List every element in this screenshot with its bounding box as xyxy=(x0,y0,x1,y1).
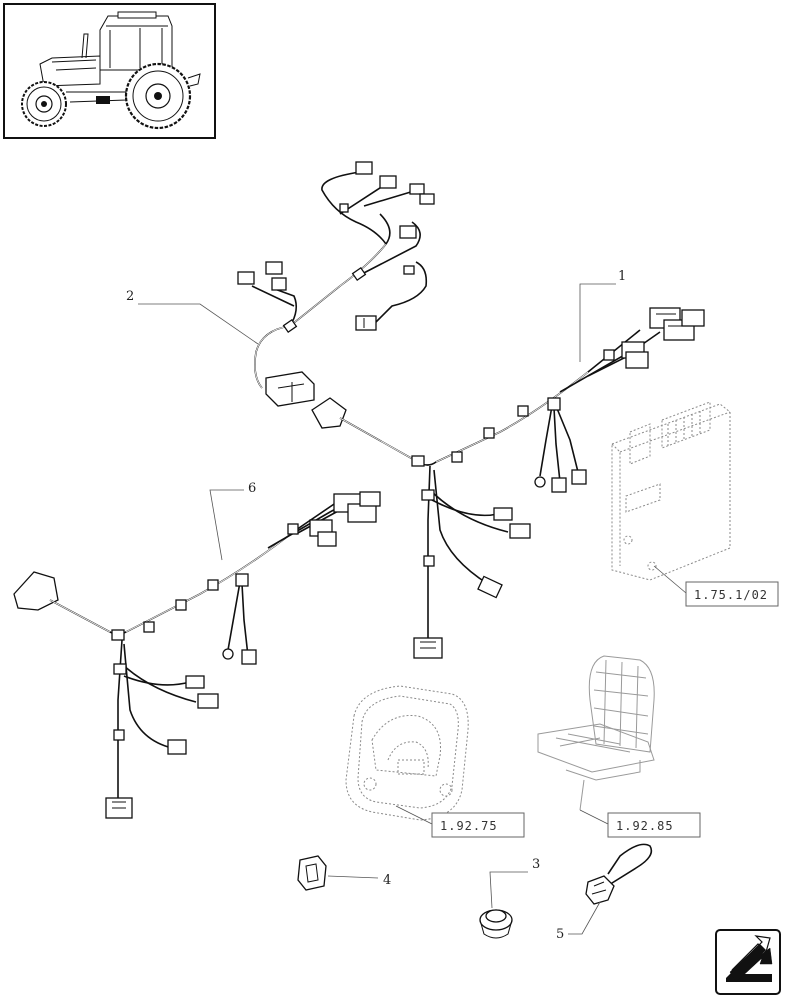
callout-3-label: 3 xyxy=(532,857,540,872)
seat-reference-label: 1.92.85 xyxy=(616,819,674,833)
callout-5-label: 5 xyxy=(556,927,564,942)
panel-ghost xyxy=(345,685,469,821)
front-wheel xyxy=(21,81,67,127)
ecu-reference-label: 1.75.1/02 xyxy=(694,588,768,602)
tractor-icon xyxy=(21,11,201,130)
panel-reference[interactable]: 1.92.75 xyxy=(395,805,525,838)
callout-2-label: 2 xyxy=(126,289,134,304)
clip-part-4 xyxy=(297,855,327,891)
callout-4-label: 4 xyxy=(383,873,391,888)
seat-reference[interactable]: 1.92.85 xyxy=(579,809,701,838)
ecu-reference[interactable]: 1.75.1/02 xyxy=(653,565,779,607)
callout-5[interactable]: 5 xyxy=(556,901,601,942)
jumper-part-5 xyxy=(585,843,653,905)
next-page-button[interactable] xyxy=(715,929,781,995)
callout-3[interactable]: 3 xyxy=(489,857,540,909)
callout-2[interactable]: 2 xyxy=(126,289,259,345)
callout-6[interactable]: 6 xyxy=(209,481,256,561)
tractor-thumbnail xyxy=(3,3,216,139)
callout-1-label: 1 xyxy=(618,269,626,284)
harness-part-2 xyxy=(237,161,435,407)
rear-wheel xyxy=(124,62,192,130)
arrow-icon xyxy=(726,935,773,983)
callout-6-label: 6 xyxy=(248,481,256,496)
grommet-part-3 xyxy=(479,909,513,939)
panel-reference-label: 1.92.75 xyxy=(440,819,498,833)
harness-part-1 xyxy=(311,307,705,659)
ecu-ghost xyxy=(611,401,731,581)
seat-ghost xyxy=(537,655,655,811)
callout-4[interactable]: 4 xyxy=(327,873,391,888)
callout-1[interactable]: 1 xyxy=(579,269,626,362)
harness-part-6 xyxy=(13,491,381,819)
